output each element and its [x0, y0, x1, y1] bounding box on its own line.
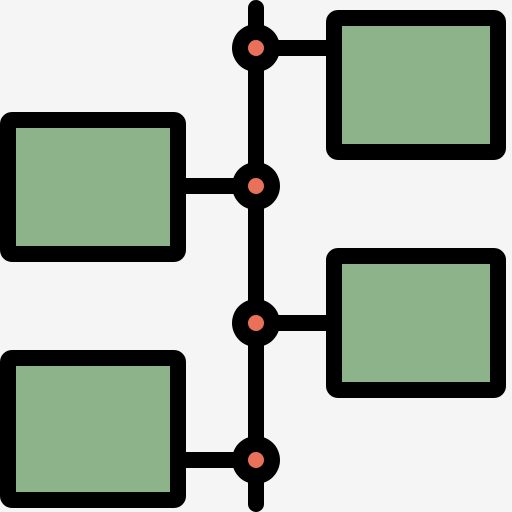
node-2-dot [248, 178, 264, 194]
box-2 [0, 112, 186, 262]
box-3 [326, 248, 506, 398]
box-4 [0, 350, 186, 508]
node-1-dot [248, 40, 264, 56]
node-4-dot [248, 452, 264, 468]
node-3-dot [248, 315, 264, 331]
box-1 [326, 10, 506, 160]
